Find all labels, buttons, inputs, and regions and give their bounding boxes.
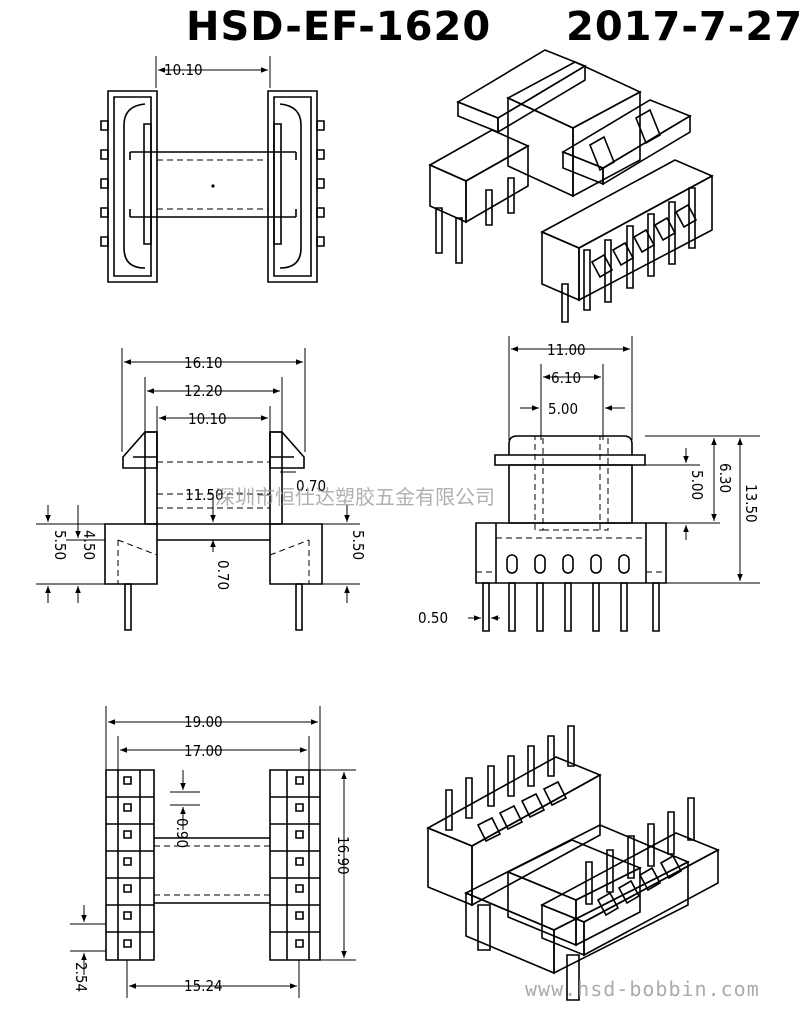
- website-watermark: www.hsd-bobbin.com: [525, 977, 760, 1001]
- dim-side-height-b: 5.00: [688, 470, 706, 500]
- isometric-view-bottom: [428, 726, 718, 1000]
- dim-side-core: 5.00: [548, 400, 578, 418]
- side-view: [468, 336, 760, 631]
- dim-bottom-overall: 19.00: [184, 713, 223, 731]
- bottom-view: [70, 706, 356, 998]
- dim-front-overall: 16.10: [184, 354, 223, 372]
- dim-side-total-height: 13.50: [742, 484, 760, 523]
- dim-side-pin-dia: 0.50: [418, 609, 448, 627]
- dim-bottom-pin-spacing: 15.24: [184, 977, 223, 995]
- dim-bottom-length: 16.90: [334, 836, 352, 875]
- dim-front-center: 11.50: [185, 486, 224, 504]
- dim-side-overall: 11.00: [547, 341, 586, 359]
- part-number-title: HSD-EF-1620: [186, 4, 492, 50]
- company-watermark: 深圳市恒仕达塑胶五金有限公司: [215, 485, 495, 509]
- dim-top-width: 10.10: [164, 61, 203, 79]
- dim-front-pin-height-c: 5.50: [349, 530, 367, 560]
- dim-front-pin-height-a: 4.50: [80, 530, 98, 560]
- dim-bottom-gap: 0.90: [173, 818, 191, 848]
- dim-front-wall: 0.70: [214, 560, 232, 590]
- dim-front-core: 10.10: [188, 410, 227, 428]
- dim-front-flange-thickness: 0.70: [296, 477, 326, 495]
- isometric-view-top: [430, 50, 712, 322]
- top-view: [101, 56, 324, 282]
- dim-bottom-inner: 17.00: [184, 742, 223, 760]
- dim-side-height-a: 6.30: [716, 463, 734, 493]
- dim-front-inner: 12.20: [184, 382, 223, 400]
- dim-bottom-pitch: 2.54: [72, 962, 90, 992]
- drawing-date: 2017-7-27: [566, 4, 800, 50]
- dim-side-window: 6.10: [551, 369, 581, 387]
- front-view: [36, 348, 360, 630]
- dim-front-pin-height-b: 5.50: [51, 530, 69, 560]
